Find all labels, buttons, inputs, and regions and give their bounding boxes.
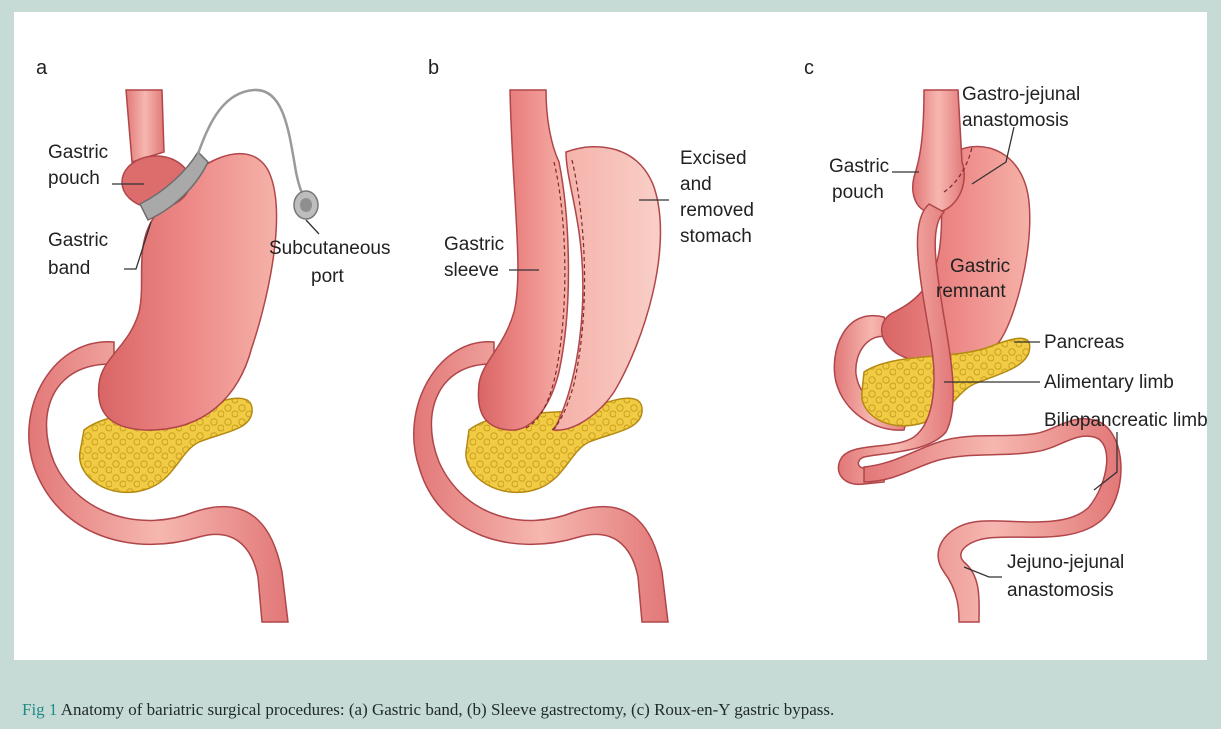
label-gastric-pouch-c-line2: pouch bbox=[832, 182, 884, 203]
label-excised-line3: removed bbox=[680, 200, 754, 221]
label-gastric-pouch-a-line2: pouch bbox=[48, 168, 100, 189]
label-gastric-remnant-line2: remnant bbox=[936, 281, 1006, 302]
stomach-a bbox=[99, 154, 277, 430]
label-subcutaneous-port-line2: port bbox=[311, 266, 344, 287]
esophagus-c bbox=[913, 90, 965, 213]
label-gastric-sleeve-line2: sleeve bbox=[444, 260, 499, 281]
figure-panel: a bbox=[14, 12, 1207, 660]
label-jejuno-jejunal-line1: Jejuno-jejunal bbox=[1007, 552, 1124, 573]
subcutaneous-port bbox=[294, 191, 318, 219]
figure-number: Fig 1 bbox=[22, 700, 57, 719]
label-gastric-band-line1: Gastric bbox=[48, 230, 108, 251]
label-biliopancreatic-limb: Biliopancreatic limb bbox=[1044, 410, 1207, 431]
label-subcutaneous-port-line1: Subcutaneous bbox=[269, 238, 391, 259]
label-gastric-sleeve-line1: Gastric bbox=[444, 234, 504, 255]
label-gastro-jejunal-line2: anastomosis bbox=[962, 110, 1069, 131]
label-jejuno-jejunal-line2: anastomosis bbox=[1007, 580, 1114, 601]
label-gastro-jejunal-line1: Gastro-jejunal bbox=[962, 84, 1080, 105]
anatomy-diagram: a bbox=[14, 12, 1207, 660]
label-gastric-pouch-a-line1: Gastric bbox=[48, 142, 108, 163]
esophagus-a bbox=[126, 90, 164, 162]
panel-a: a bbox=[29, 57, 391, 622]
label-gastric-band-line2: band bbox=[48, 258, 90, 279]
label-alimentary-limb: Alimentary limb bbox=[1044, 372, 1174, 393]
panel-b: b Gastric sleeve Excised and removed sto… bbox=[414, 57, 754, 622]
panel-c: c Gastro-j bbox=[804, 57, 1207, 622]
label-gastric-remnant-line1: Gastric bbox=[950, 256, 1010, 277]
figure-caption: Fig 1 Anatomy of bariatric surgical proc… bbox=[22, 700, 1202, 720]
label-pancreas: Pancreas bbox=[1044, 332, 1124, 353]
panel-letter-c: c bbox=[804, 57, 814, 79]
label-excised-line1: Excised bbox=[680, 148, 747, 169]
panel-letter-a: a bbox=[36, 57, 48, 79]
excised-stomach bbox=[554, 147, 660, 430]
panel-letter-b: b bbox=[428, 57, 439, 79]
label-gastric-pouch-c-line1: Gastric bbox=[829, 156, 889, 177]
label-excised-line4: stomach bbox=[680, 226, 752, 247]
label-excised-line2: and bbox=[680, 174, 712, 195]
caption-text: Anatomy of bariatric surgical procedures… bbox=[57, 700, 834, 719]
